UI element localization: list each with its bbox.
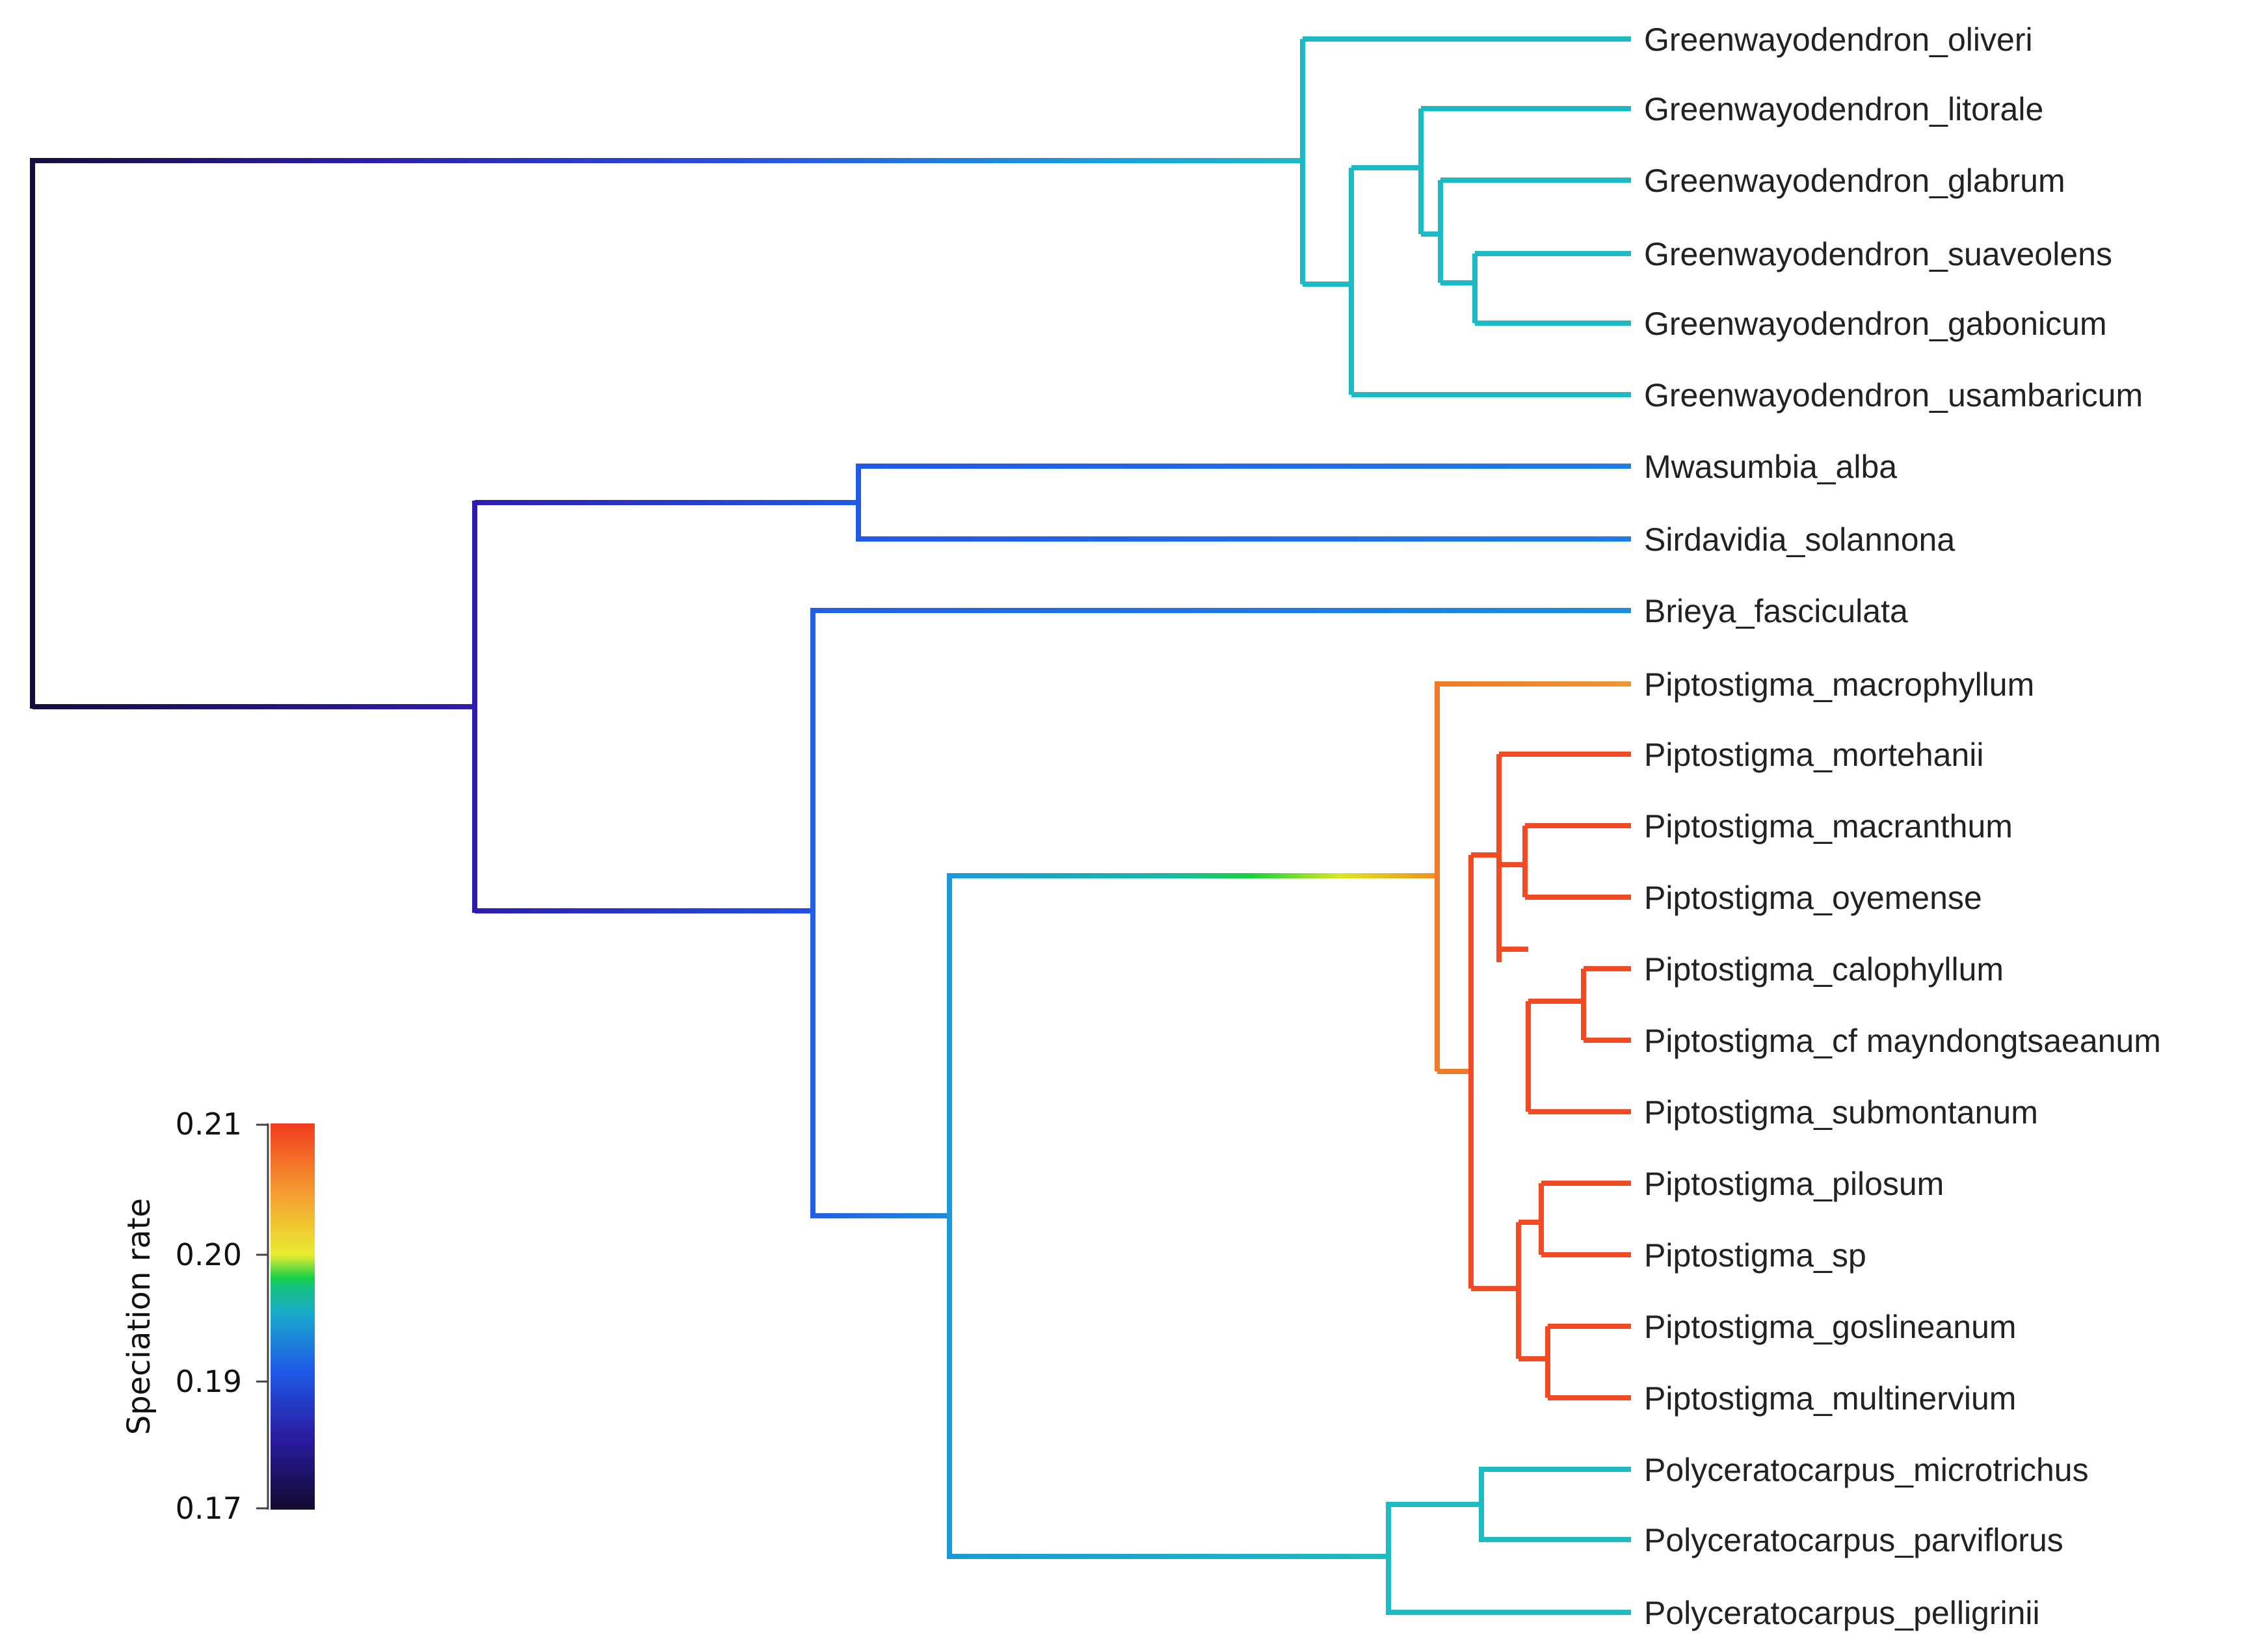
tip-label: Piptostigma_macrophyllum bbox=[1644, 666, 2034, 703]
tip-label: Mwasumbia_alba bbox=[1644, 449, 1897, 485]
tip-label: Piptostigma_oyemense bbox=[1644, 880, 1982, 916]
legend-title: Speciation rate bbox=[121, 1198, 157, 1435]
legend-axis bbox=[256, 1123, 269, 1510]
piptostigma-clade bbox=[949, 681, 1631, 1400]
tip-label: Piptostigma_submontanum bbox=[1644, 1094, 2038, 1131]
tip-label: Piptostigma_multinervium bbox=[1644, 1380, 2016, 1417]
tip-label: Greenwayodendron_glabrum bbox=[1644, 163, 2065, 199]
legend-tick-label: 0.20 bbox=[176, 1237, 242, 1272]
greenwayodendron-clade bbox=[33, 36, 1631, 397]
tip-label: Greenwayodendron_gabonicum bbox=[1644, 306, 2107, 342]
tip-label: Piptostigma_cf mayndongtsaeanum bbox=[1644, 1023, 2161, 1059]
tip-label: Piptostigma_goslineanum bbox=[1644, 1309, 2017, 1345]
tip-label: Polyceratocarpus_pelligrinii bbox=[1644, 1595, 2040, 1631]
legend-tick-label: 0.21 bbox=[176, 1107, 242, 1142]
tip-label: Piptostigma_calophyllum bbox=[1644, 951, 2004, 988]
legend-colorbar bbox=[271, 1123, 315, 1510]
tip-label: Piptostigma_mortehanii bbox=[1644, 737, 1984, 773]
tip-label: Piptostigma_sp bbox=[1644, 1237, 1866, 1274]
tip-label: Brieya_fasciculata bbox=[1644, 593, 1908, 629]
branch-piptostigma-core bbox=[1468, 752, 1631, 1400]
mwasumbia-sirdavidia-clade bbox=[475, 464, 1631, 542]
tip-label: Sirdavidia_solannona bbox=[1644, 521, 1955, 558]
tip-label: Greenwayodendron_suaveolens bbox=[1644, 236, 2112, 272]
tip-label: Greenwayodendron_oliveri bbox=[1644, 21, 2033, 58]
tip-label: Polyceratocarpus_parviflorus bbox=[1644, 1522, 2063, 1558]
tip-label: Greenwayodendron_litorale bbox=[1644, 91, 2043, 127]
tip-label: Polyceratocarpus_microtrichus bbox=[1644, 1452, 2089, 1488]
polyceratocarpus-clade bbox=[949, 1467, 1631, 1615]
tip-label: Piptostigma_pilosum bbox=[1644, 1166, 1944, 1202]
legend-tick-label: 0.17 bbox=[176, 1491, 242, 1526]
tip-label: Piptostigma_macranthum bbox=[1644, 808, 2013, 845]
branch-piptostigma-node bbox=[1435, 681, 1471, 1074]
branch-mws-tips bbox=[858, 464, 1631, 542]
tip-labels: Greenwayodendron_oliveri Greenwayodendro… bbox=[1644, 21, 2161, 1631]
tip-label: Greenwayodendron_usambaricum bbox=[1644, 377, 2143, 413]
legend-tick-label: 0.19 bbox=[176, 1364, 242, 1399]
branch-greenwayodendron-node bbox=[1300, 36, 1631, 397]
branch-polyceratocarpus-node bbox=[1386, 1467, 1631, 1615]
speciation-rate-legend: 0.21 0.20 0.19 0.17 Speciation rate bbox=[121, 1107, 315, 1526]
